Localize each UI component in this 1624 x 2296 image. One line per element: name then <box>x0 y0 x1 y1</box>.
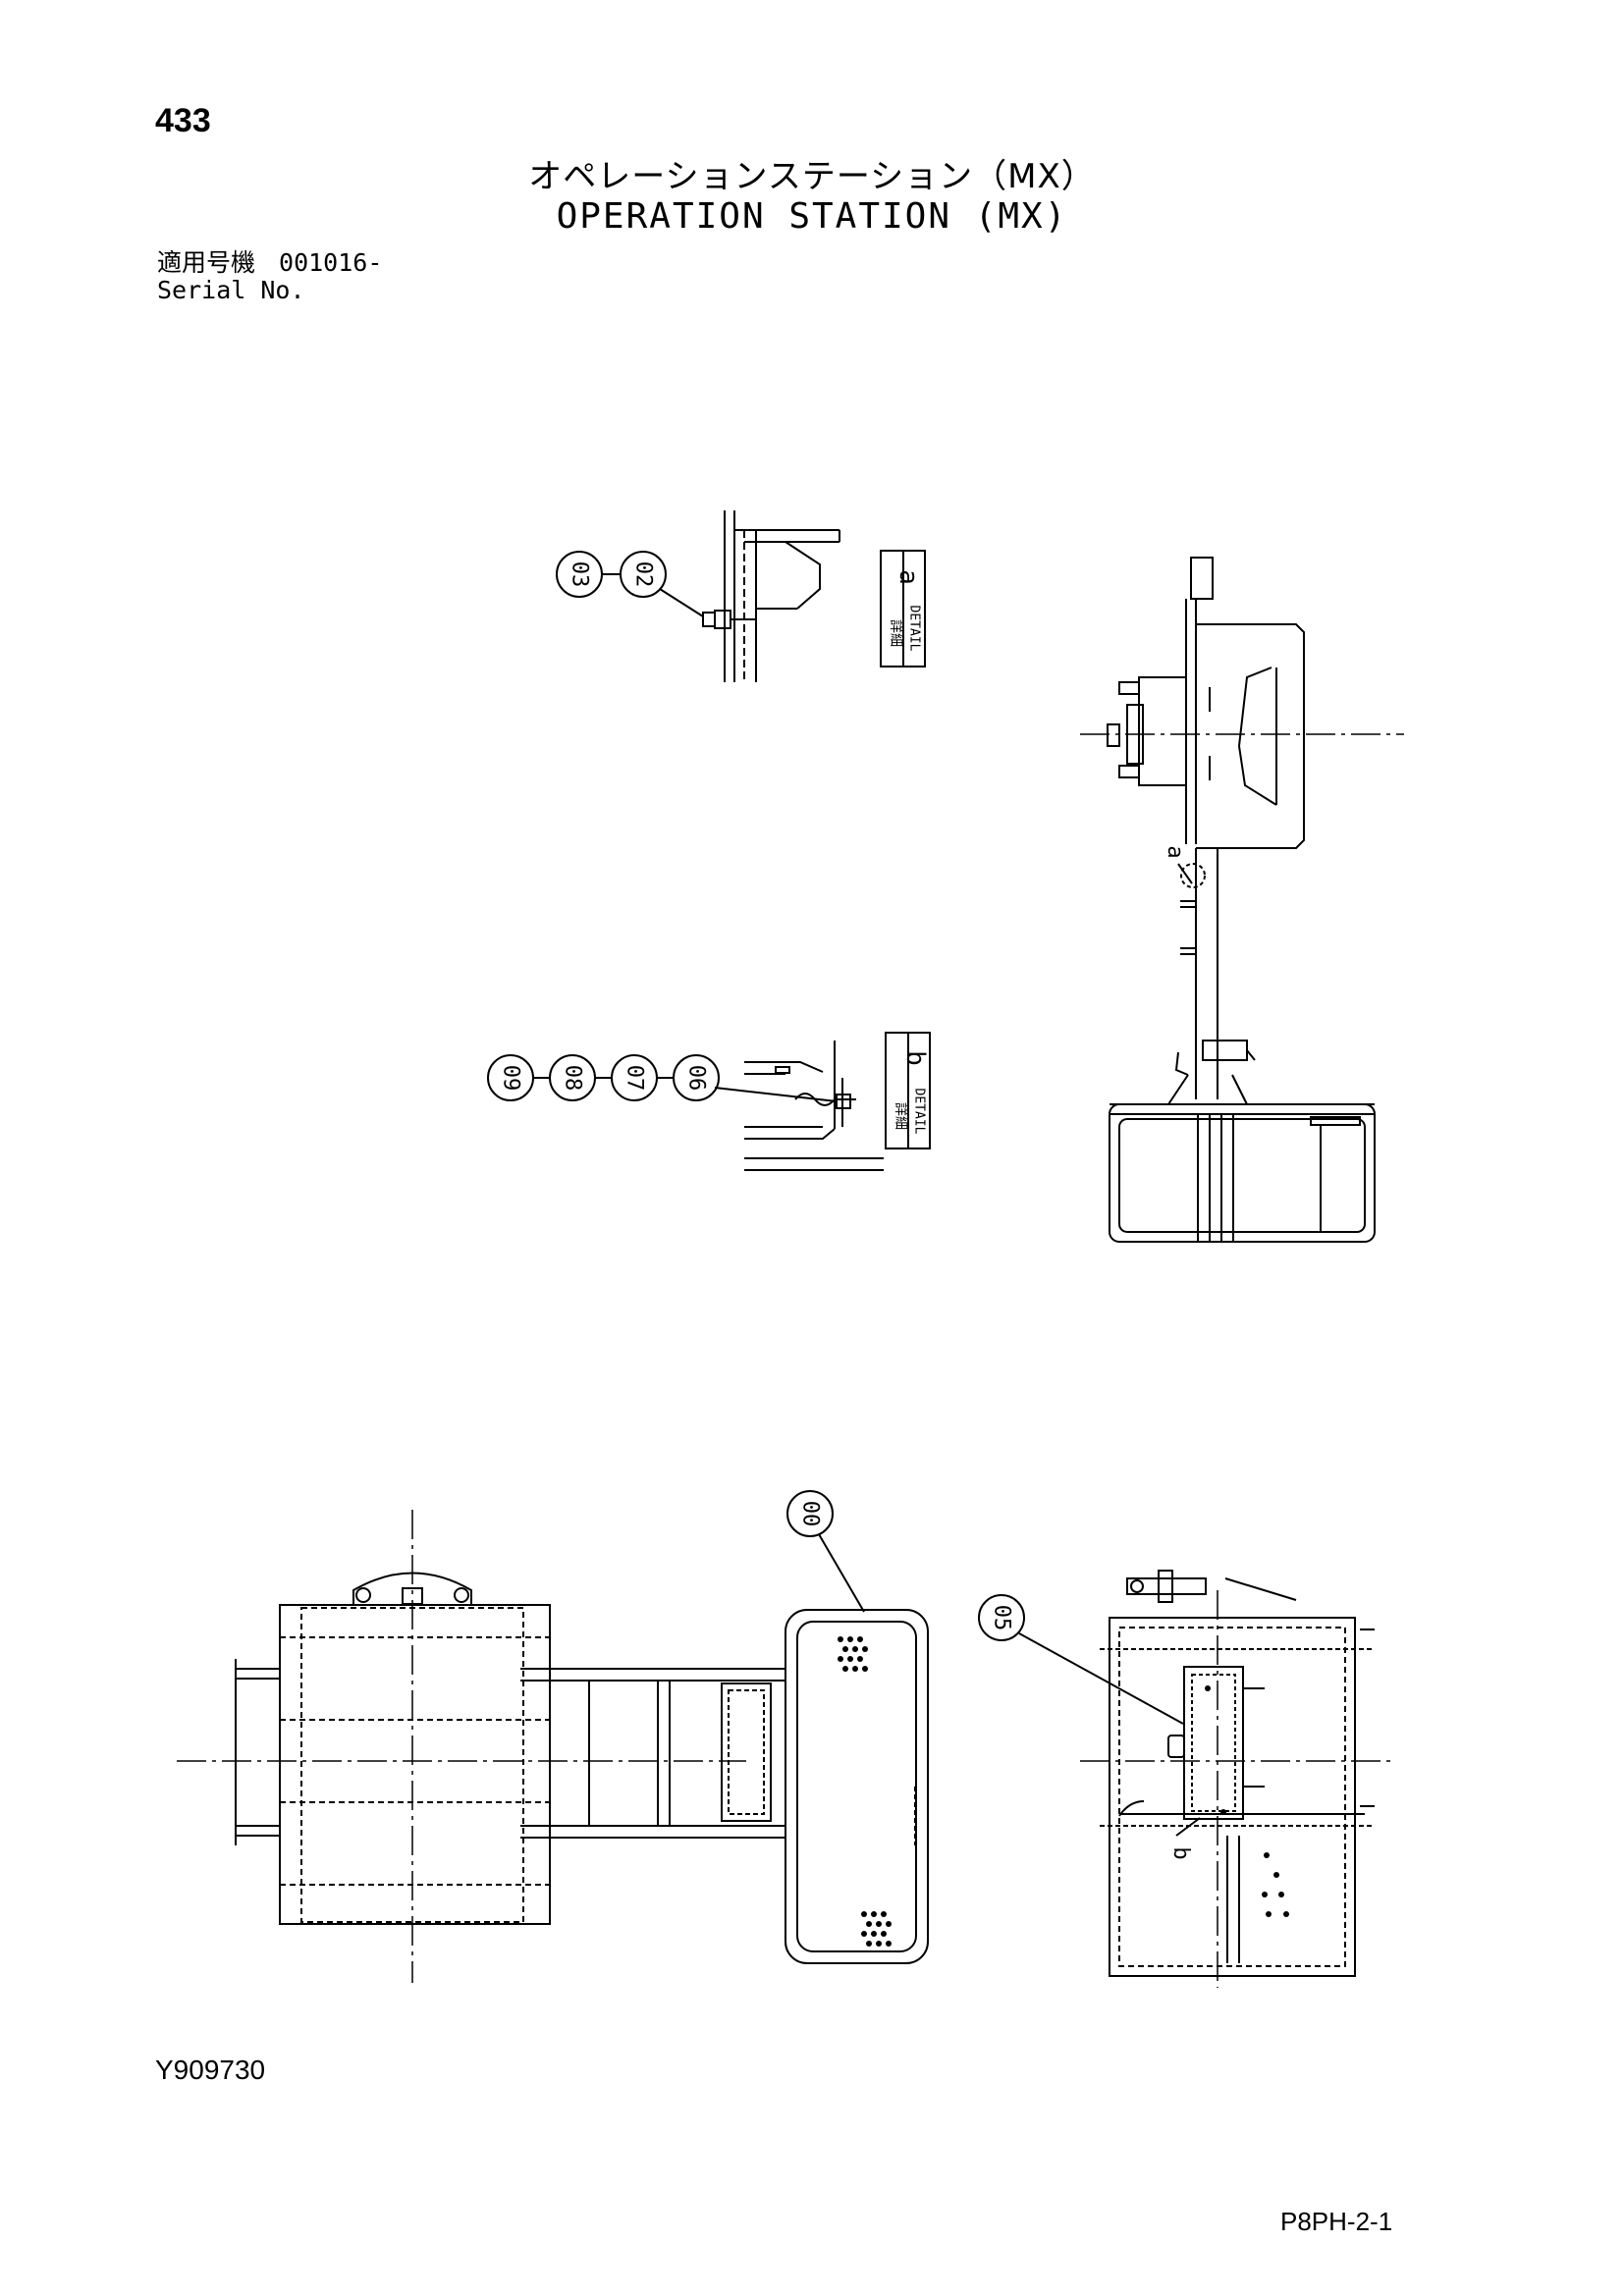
callout-06-label: 06 <box>684 1065 709 1092</box>
callout-07: 07 <box>611 1054 658 1101</box>
page-number: 433 <box>155 102 211 139</box>
front-view <box>1080 1570 1394 1988</box>
serial-label-jp: 適用号機 <box>157 248 256 277</box>
callout-08-label: 08 <box>561 1065 585 1092</box>
detail-b-tag-jp: 詳細 <box>893 1102 908 1130</box>
plan-view-bolt-holes <box>838 1636 892 1947</box>
plan-view <box>177 1510 929 1983</box>
side-view <box>1080 557 1404 1243</box>
document-code: Y909730 <box>155 2055 266 2085</box>
detail-b-letter: b <box>900 1050 930 1066</box>
detail-a-tag-jp: 詳細 <box>888 619 903 647</box>
detail-a-view <box>702 510 840 682</box>
callout-02-label: 02 <box>631 561 656 588</box>
title-english: OPERATION STATION (MX) <box>556 196 1068 237</box>
serial-label-en: Serial No. <box>157 276 305 304</box>
callout-07-label: 07 <box>623 1065 647 1092</box>
callout-09: 09 <box>487 1054 534 1101</box>
detail-b-tag-en: DETAIL <box>912 1089 927 1135</box>
callout-00-label: 00 <box>798 1501 823 1527</box>
title-japanese: オペレーションステーション（MX） <box>528 157 1096 196</box>
callout-02: 02 <box>620 551 667 598</box>
side-view-detail-ref: a <box>1163 845 1187 858</box>
callout-08: 08 <box>549 1054 596 1101</box>
serial-block: 適用号機 001016- Serial No. <box>157 249 382 304</box>
detail-a-letter: a <box>893 569 923 585</box>
callout-06: 06 <box>673 1054 720 1101</box>
callout-03: 03 <box>556 551 603 598</box>
front-view-detail-ref: b <box>1168 1846 1193 1859</box>
callout-09-label: 09 <box>499 1065 523 1092</box>
front-view-holes <box>1205 1685 1289 1917</box>
detail-a-tag-en: DETAIL <box>907 606 922 652</box>
detail-b-tag: 詳細 DETAIL b <box>885 1032 931 1149</box>
sheet-code: P8PH-2-1 <box>1280 2207 1393 2236</box>
callout-00: 00 <box>786 1490 834 1537</box>
serial-value: 001016- <box>279 248 383 277</box>
callout-05: 05 <box>978 1594 1025 1641</box>
callout-03-label: 03 <box>568 561 592 588</box>
callout-05-label: 05 <box>990 1605 1014 1631</box>
detail-b-view <box>744 1041 884 1171</box>
detail-a-tag: 詳細 DETAIL a <box>880 550 926 667</box>
